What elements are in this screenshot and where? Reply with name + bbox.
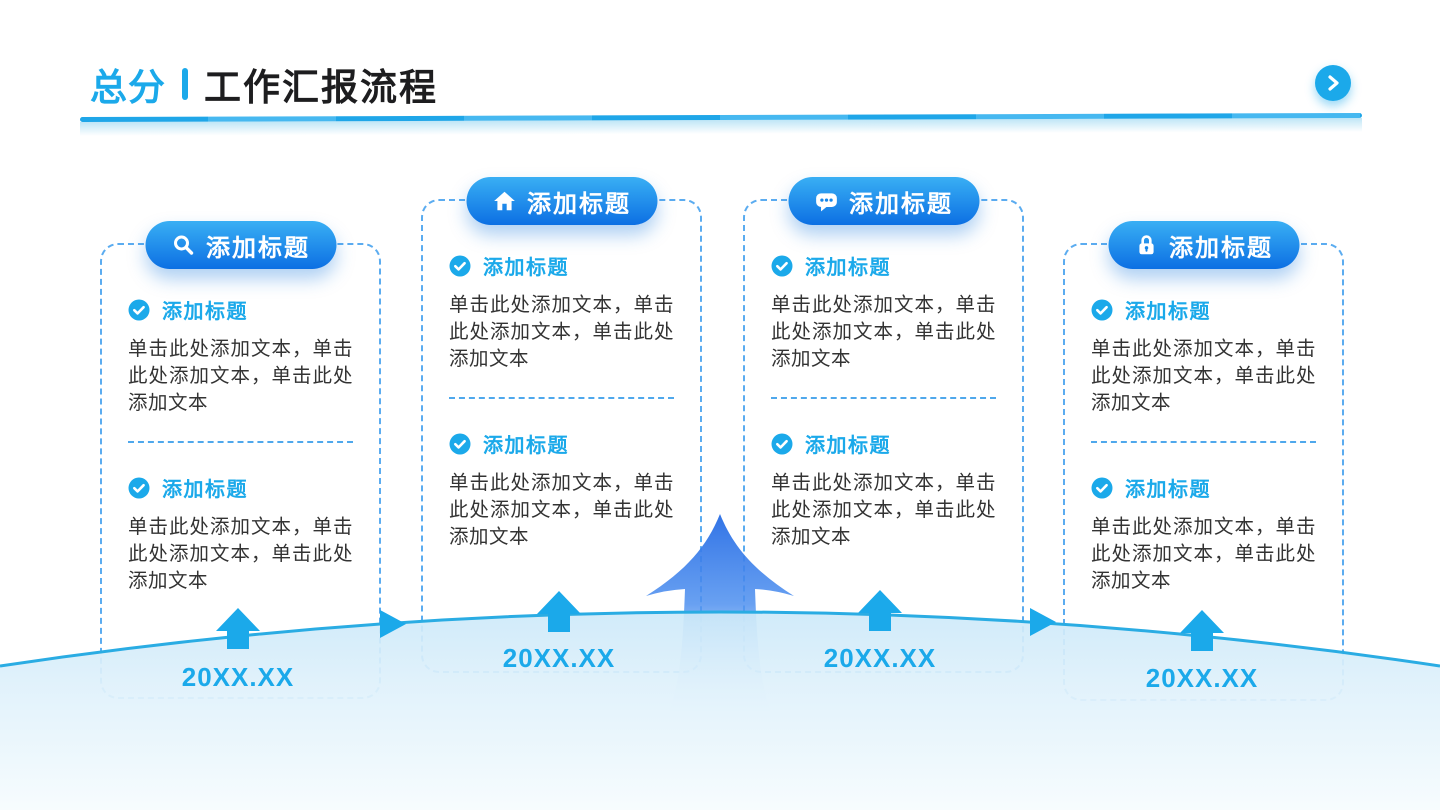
card-1-body: 添加标题 单击此处添加文本，单击此处添加文本，单击此处添加文本 添加标题 单击此… [102, 245, 379, 595]
card-1-section-2: 添加标题 单击此处添加文本，单击此处添加文本，单击此处添加文本 [128, 473, 353, 595]
check-icon [771, 255, 793, 277]
header: 总分 工作汇报流程 [0, 0, 1440, 140]
title-prefix: 总分 [90, 67, 166, 108]
timeline-date-4: 20XX.XX [1145, 663, 1259, 693]
section-body-text: 单击此处添加文本，单击此处添加文本，单击此处添加文本 [449, 472, 674, 548]
home-icon [492, 189, 516, 213]
dashed-divider [128, 441, 353, 443]
card-1-pill[interactable]: 添加标题 [145, 221, 336, 269]
section-body-text: 单击此处添加文本，单击此处添加文本，单击此处添加文本 [1091, 338, 1316, 414]
next-slide-button[interactable] [1315, 65, 1351, 101]
card-4-section-1: 添加标题 单击此处添加文本，单击此处添加文本，单击此处添加文本 [1091, 295, 1316, 417]
section-body-text: 单击此处添加文本，单击此处添加文本，单击此处添加文本 [771, 294, 996, 370]
process-card-1: 添加标题 添加标题 单击此处添加文本，单击此处添加文本，单击此处添加文本 [100, 221, 381, 699]
section-body-text: 单击此处添加文本，单击此处添加文本，单击此处添加文本 [449, 294, 674, 370]
section-title: 添加标题 [1125, 301, 1211, 323]
card-3-section-2: 添加标题 单击此处添加文本，单击此处添加文本，单击此处添加文本 [771, 429, 996, 551]
card-3-section-1: 添加标题 单击此处添加文本，单击此处添加文本，单击此处添加文本 [771, 251, 996, 373]
timeline-date-2: 20XX.XX [502, 643, 616, 673]
check-icon [449, 255, 471, 277]
card-3-pill-title: 添加标题 [849, 190, 953, 218]
chat-icon [814, 189, 838, 213]
timeline-date-1: 20XX.XX [181, 662, 295, 692]
section-title: 添加标题 [1125, 479, 1211, 501]
process-card-3: 添加标题 添加标题 单击此处添加文本，单击此处添加文本，单击此处添加文本 [743, 177, 1024, 673]
search-icon [171, 233, 195, 257]
timeline-date-3: 20XX.XX [823, 643, 937, 673]
card-4-pill-title: 添加标题 [1169, 234, 1273, 262]
process-card-2: 添加标题 添加标题 单击此处添加文本，单击此处添加文本，单击此处添加文本 [421, 177, 702, 673]
section-title: 添加标题 [805, 435, 891, 457]
card-1-pill-title: 添加标题 [206, 234, 310, 262]
check-icon [771, 433, 793, 455]
card-2-section-1: 添加标题 单击此处添加文本，单击此处添加文本，单击此处添加文本 [449, 251, 674, 373]
card-2-section-2: 添加标题 单击此处添加文本，单击此处添加文本，单击此处添加文本 [449, 429, 674, 551]
card-3-body: 添加标题 单击此处添加文本，单击此处添加文本，单击此处添加文本 添加标题 单击此… [745, 201, 1022, 551]
right-triangle-icon-1 [380, 610, 406, 638]
card-4-body: 添加标题 单击此处添加文本，单击此处添加文本，单击此处添加文本 添加标题 单击此… [1065, 245, 1342, 595]
section-title: 添加标题 [162, 301, 248, 323]
title-separator-bar [182, 68, 188, 100]
card-2-body: 添加标题 单击此处添加文本，单击此处添加文本，单击此处添加文本 添加标题 单击此… [423, 201, 700, 551]
card-4-section-2: 添加标题 单击此处添加文本，单击此处添加文本，单击此处添加文本 [1091, 473, 1316, 595]
process-card-4: 添加标题 添加标题 单击此处添加文本，单击此处添加文本，单击此处添加文本 [1063, 221, 1344, 701]
check-icon [1091, 299, 1113, 321]
chevron-right-icon [1323, 73, 1343, 93]
right-triangle-icon-2 [1030, 608, 1056, 636]
card-2-pill-title: 添加标题 [527, 190, 631, 218]
section-title: 添加标题 [483, 435, 569, 457]
lock-icon [1134, 233, 1158, 257]
section-body-text: 单击此处添加文本，单击此处添加文本，单击此处添加文本 [771, 472, 996, 548]
check-icon [1091, 477, 1113, 499]
section-title: 添加标题 [162, 479, 248, 501]
check-icon [449, 433, 471, 455]
check-icon [128, 299, 150, 321]
section-title: 添加标题 [483, 257, 569, 279]
dashed-divider [1091, 441, 1316, 443]
dashed-divider [771, 397, 996, 399]
page-title: 总分 工作汇报流程 [90, 62, 438, 108]
title-main: 工作汇报流程 [204, 67, 438, 108]
section-body-text: 单击此处添加文本，单击此处添加文本，单击此处添加文本 [1091, 516, 1316, 592]
section-title: 添加标题 [805, 257, 891, 279]
dashed-divider [449, 397, 674, 399]
card-2-pill[interactable]: 添加标题 [466, 177, 657, 225]
card-1-section-1: 添加标题 单击此处添加文本，单击此处添加文本，单击此处添加文本 [128, 295, 353, 417]
card-4-pill[interactable]: 添加标题 [1108, 221, 1299, 269]
header-underline [79, 112, 1363, 123]
card-3-pill[interactable]: 添加标题 [788, 177, 979, 225]
section-body-text: 单击此处添加文本，单击此处添加文本，单击此处添加文本 [128, 516, 353, 592]
check-icon [128, 477, 150, 499]
section-body-text: 单击此处添加文本，单击此处添加文本，单击此处添加文本 [128, 338, 353, 414]
